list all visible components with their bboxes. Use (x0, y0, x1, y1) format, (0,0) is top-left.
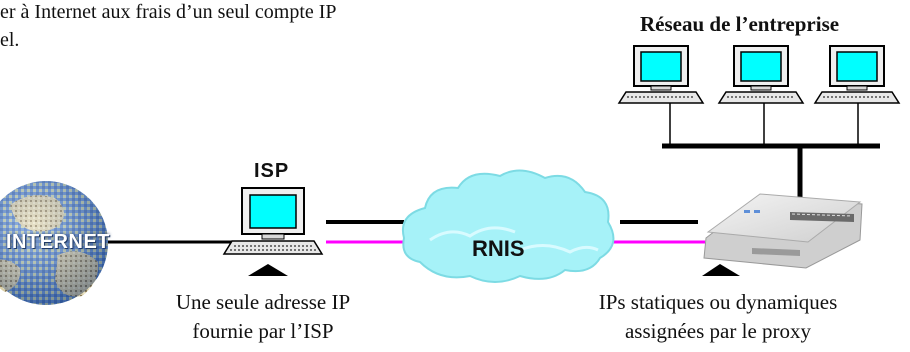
enterprise-network-title: Réseau de l’entreprise (640, 12, 840, 36)
intro-text-line-2: el. (0, 29, 20, 51)
isp-computer-icon (222, 187, 324, 255)
internet-label: INTERNET (6, 231, 110, 253)
enterprise-computer-icon (617, 45, 705, 104)
isp-label: ISP (254, 160, 290, 182)
isp-caption: Une seule adresse IP fournie par l’ISP (143, 288, 383, 346)
internet-globe-icon (0, 181, 108, 305)
enterprise-computer-icon (717, 45, 805, 104)
router-icon (703, 193, 863, 269)
isp-caption-line-1: Une seule adresse IP (175, 290, 351, 314)
proxy-caption: IPs statiques ou dynamiques assignées pa… (568, 288, 868, 346)
rnis-cloud-icon (402, 169, 615, 283)
proxy-caption-line-2: assignées par le proxy (624, 319, 812, 343)
intro-text-line-1: er à Internet aux frais d’un seul compte… (0, 1, 337, 23)
connection-lines (108, 220, 705, 244)
pointer-triangle-isp (248, 264, 288, 276)
proxy-caption-line-1: IPs statiques ou dynamiques (598, 290, 838, 314)
pointer-triangle-proxy (702, 264, 740, 276)
enterprise-computer-icon (813, 45, 901, 104)
enterprise-network-bus (662, 100, 880, 208)
isp-caption-line-2: fournie par l’ISP (192, 319, 334, 343)
rnis-cloud-label: RNIS (472, 236, 525, 261)
